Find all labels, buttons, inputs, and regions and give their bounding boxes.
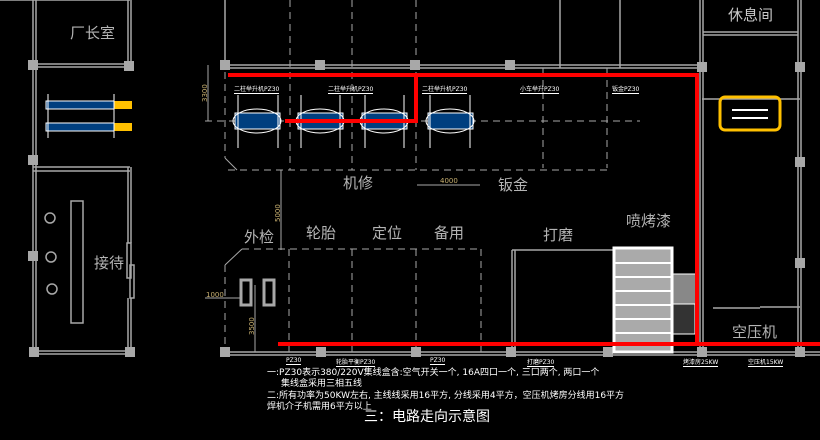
dim-1000: 1000 <box>206 291 224 299</box>
room-paint-booth: 喷烤漆 <box>626 212 672 230</box>
dimension-lines <box>205 65 480 352</box>
note-line-2: 集线盒采用三相五线 <box>281 379 363 389</box>
dim-5000: 5000 <box>274 204 282 222</box>
note-line-4: 焊机介子机需用6平方以上 <box>267 402 372 412</box>
room-spare: 备用 <box>434 224 465 242</box>
room-sheet-metal: 钣金 <box>498 176 529 194</box>
lift-left <box>45 94 132 138</box>
tag-lift-1: 二柱举升机PZ30 <box>234 86 280 94</box>
paint-booth <box>612 246 699 354</box>
drawing-title: 三：电路走向示意图 <box>364 409 490 425</box>
room-rest: 休息间 <box>728 6 774 24</box>
circuit-route <box>228 73 820 346</box>
room-compressor: 空压机 <box>732 323 778 341</box>
room-grinding: 打磨 <box>543 226 574 244</box>
room-reception: 接待 <box>94 254 125 272</box>
tag-bottom-6: 空压机15KW <box>748 359 784 367</box>
note-line-1: 一:PZ30表示380/220V集线盒含:空气开关一个, 16A四口一个, 三口… <box>267 368 600 378</box>
tag-bottom-5: 烤漆房25KW <box>683 359 719 367</box>
tag-bottom-1: PZ30 <box>286 357 302 365</box>
room-alignment: 定位 <box>372 224 403 242</box>
tag-bottom-4: 打磨PZ30 <box>527 359 555 367</box>
tag-bottom-2: 轮胎平衡PZ30 <box>336 359 376 367</box>
columns <box>28 60 805 357</box>
tag-lift-3: 二柱举升机PZ30 <box>422 86 468 94</box>
bay-lines <box>205 0 640 352</box>
tag-sheet-metal: 钣金PZ30 <box>612 86 640 94</box>
tag-lift-2: 二柱举升机PZ30 <box>328 86 374 94</box>
room-director: 厂长室 <box>70 24 116 42</box>
dim-3500: 3500 <box>248 317 256 335</box>
lifts-repair <box>232 95 475 148</box>
tag-bottom-3: PZ30 <box>430 357 446 365</box>
dim-4000: 4000 <box>440 177 458 185</box>
room-repair: 机修 <box>343 174 374 192</box>
dim-3300: 3300 <box>201 84 209 102</box>
note-line-3: 二:所有功率为50KW左右, 主线线采用16平方, 分线采用4平方，空压机烤房分… <box>267 391 625 401</box>
room-tire: 轮胎 <box>306 224 337 242</box>
tag-lift-4: 小车举升PZ30 <box>520 86 560 94</box>
room-inspection: 外检 <box>244 228 275 246</box>
lift-right <box>718 95 782 132</box>
